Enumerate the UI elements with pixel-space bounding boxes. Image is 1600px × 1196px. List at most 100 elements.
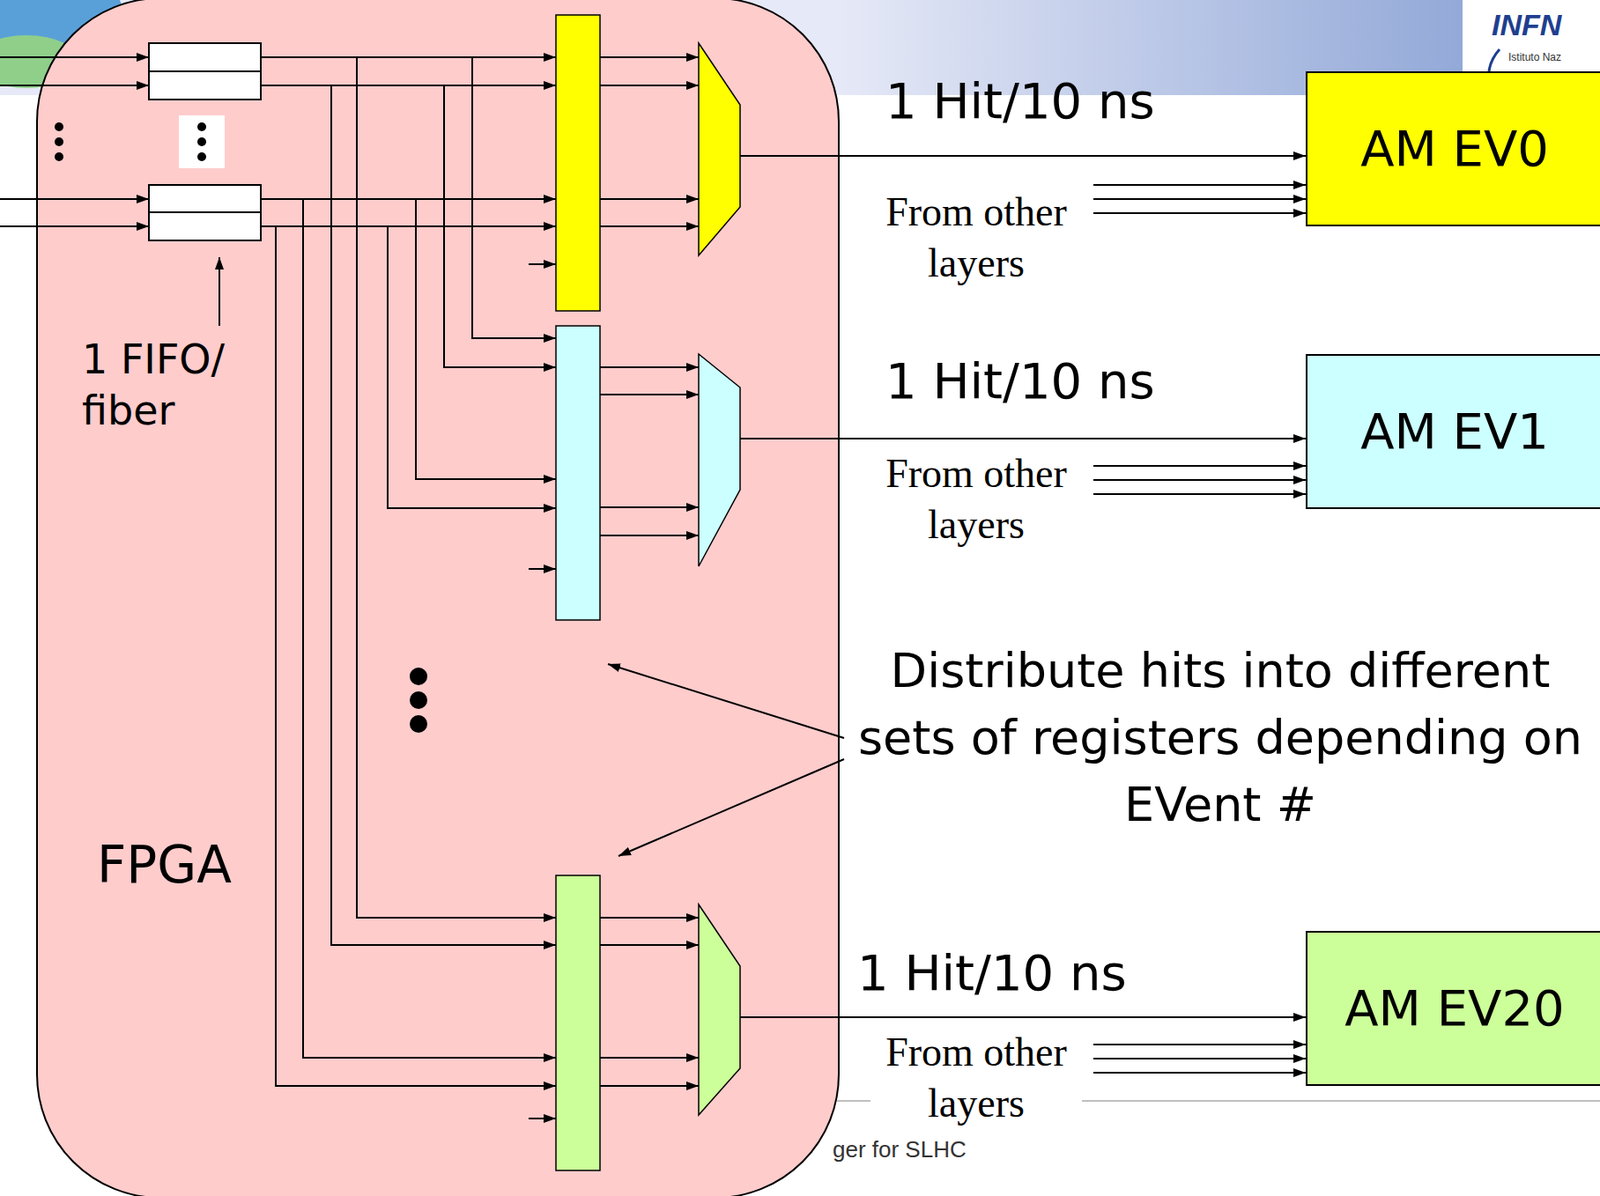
board-label: AM EV20 bbox=[1307, 933, 1600, 1085]
edge-label-holder: 1 Hit/10 ns bbox=[885, 352, 1156, 411]
fiber-input bbox=[0, 84, 149, 87]
board-label: AM EV0 bbox=[1307, 73, 1600, 225]
other-layer-input bbox=[1093, 1058, 1306, 1060]
callout-text: Distribute hits into different sets of r… bbox=[850, 637, 1591, 839]
register-output bbox=[600, 917, 699, 919]
register-output bbox=[600, 534, 699, 537]
register-output bbox=[600, 84, 699, 87]
register-set bbox=[555, 875, 600, 1171]
logo-subtext: Istituto Naz bbox=[1508, 51, 1562, 64]
edge-label-holder: 1 Hit/10 ns bbox=[885, 72, 1156, 131]
hit-wire bbox=[260, 56, 556, 59]
am-board: AM EV1 bbox=[1305, 354, 1600, 510]
label-holder: From other layers bbox=[870, 186, 1082, 289]
hit-link bbox=[838, 155, 1306, 157]
other-layer-input bbox=[1093, 465, 1306, 467]
select-input bbox=[528, 1118, 556, 1120]
continuation-dot bbox=[197, 122, 207, 132]
mux-output bbox=[740, 437, 839, 440]
other-layer-input bbox=[1093, 184, 1306, 186]
register-set bbox=[555, 325, 600, 621]
am-board: AM EV20 bbox=[1305, 931, 1600, 1087]
label-holder: 1 FIFO/ fiber bbox=[81, 333, 267, 437]
logo-text: INFN bbox=[1491, 7, 1562, 43]
hit-link bbox=[838, 437, 1306, 440]
hit-tap bbox=[415, 199, 556, 480]
label-holder: From other layers bbox=[870, 448, 1082, 551]
register-output bbox=[600, 1085, 699, 1088]
hit-tap bbox=[444, 85, 556, 368]
region-label: FPGA bbox=[96, 835, 232, 896]
continuation-dot bbox=[409, 667, 428, 686]
select-input bbox=[528, 568, 556, 571]
fifo-divider bbox=[148, 70, 261, 73]
fiber-input bbox=[0, 198, 149, 200]
multiplexer bbox=[698, 354, 741, 567]
fpga-region: FPGA bbox=[37, 0, 839, 1196]
callout-leader bbox=[607, 664, 845, 739]
register-output bbox=[600, 944, 699, 947]
other-layer-input bbox=[1093, 1072, 1306, 1075]
continuation-dot bbox=[197, 137, 207, 147]
hit-tap bbox=[331, 85, 556, 946]
label-holder: Istituto Naz bbox=[1508, 51, 1562, 64]
footer-text: ger for SLHC bbox=[832, 1136, 967, 1163]
fifo-pointer bbox=[218, 257, 221, 326]
label-holder: INFN bbox=[1491, 7, 1562, 43]
fiber-input bbox=[0, 225, 149, 228]
board-label: AM EV1 bbox=[1307, 355, 1600, 508]
input-note: From other layers bbox=[870, 448, 1082, 551]
fiber-input bbox=[0, 56, 149, 59]
mux-output bbox=[740, 155, 839, 157]
register-output bbox=[600, 506, 699, 509]
input-note: From other layers bbox=[870, 1027, 1082, 1130]
callout-leader bbox=[618, 759, 845, 857]
dots-patch bbox=[178, 115, 225, 169]
other-layer-input bbox=[1093, 212, 1306, 215]
continuation-dot bbox=[409, 691, 428, 710]
fifo-note: 1 FIFO/ fiber bbox=[81, 333, 267, 437]
register-output bbox=[600, 393, 699, 396]
hit-tap bbox=[275, 226, 556, 1087]
rate-label: 1 Hit/10 ns bbox=[885, 72, 1156, 131]
register-output bbox=[600, 56, 699, 59]
register-set bbox=[555, 14, 600, 312]
other-layer-input bbox=[1093, 1044, 1306, 1046]
hit-wire bbox=[260, 225, 556, 228]
other-layer-input bbox=[1093, 493, 1306, 496]
select-input bbox=[528, 263, 556, 266]
hit-link bbox=[838, 1016, 1306, 1019]
label-holder: ger for SLHC bbox=[832, 1136, 967, 1163]
rate-label: 1 Hit/10 ns bbox=[885, 352, 1156, 411]
hit-tap bbox=[472, 57, 556, 339]
continuation-dot bbox=[54, 152, 64, 162]
am-board: AM EV0 bbox=[1305, 71, 1600, 227]
input-note: From other layers bbox=[870, 186, 1082, 289]
continuation-dot bbox=[54, 122, 64, 132]
other-layer-input bbox=[1093, 479, 1306, 482]
register-output bbox=[600, 198, 699, 200]
fifo bbox=[148, 185, 261, 241]
register-output bbox=[600, 225, 699, 228]
register-output bbox=[600, 1057, 699, 1060]
multiplexer bbox=[698, 43, 741, 256]
register-output bbox=[600, 366, 699, 369]
continuation-dot bbox=[197, 152, 207, 162]
continuation-dot bbox=[409, 715, 428, 734]
multiplexer bbox=[698, 904, 741, 1116]
edge-label-holder: 1 Hit/10 ns bbox=[857, 944, 1127, 1003]
other-layer-input bbox=[1093, 198, 1306, 200]
label-holder: Distribute hits into different sets of r… bbox=[850, 637, 1591, 839]
rate-label: 1 Hit/10 ns bbox=[857, 944, 1127, 1003]
hit-tap bbox=[303, 199, 556, 1059]
label-holder: From other layers bbox=[870, 1027, 1082, 1130]
hit-tap bbox=[356, 57, 556, 919]
mux-output bbox=[740, 1016, 839, 1019]
hit-tap bbox=[387, 226, 556, 509]
hit-wire bbox=[260, 84, 556, 87]
hit-wire bbox=[260, 198, 556, 200]
continuation-dot bbox=[54, 137, 64, 147]
fpga-outline bbox=[37, 0, 839, 1196]
fifo-divider bbox=[148, 211, 261, 214]
